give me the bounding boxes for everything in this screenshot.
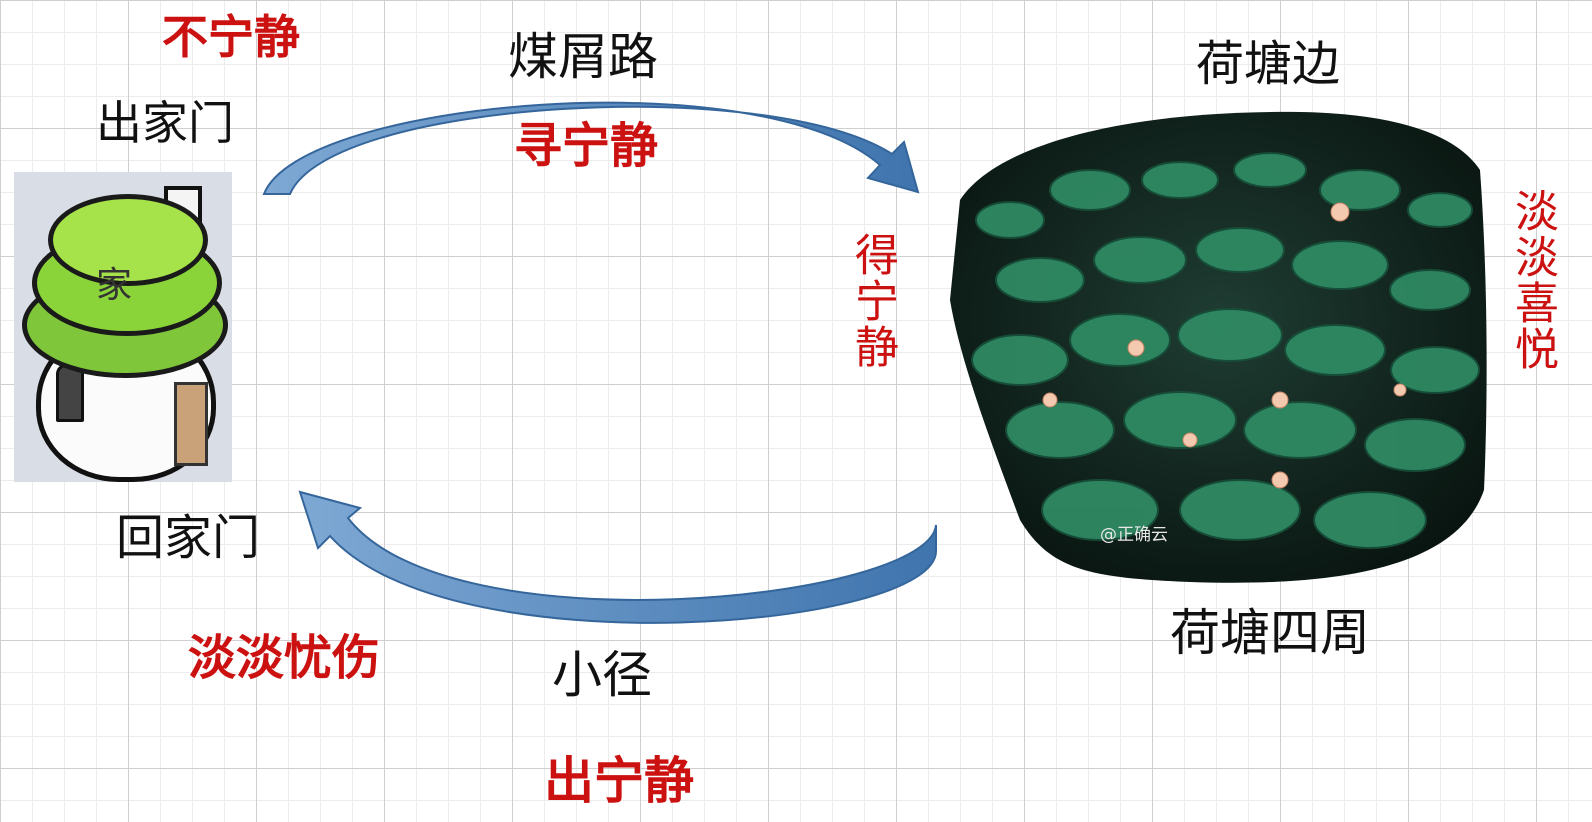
house-character: 家 [96, 265, 133, 306]
label-leave-calm: 出宁静 [544, 751, 694, 810]
label-get-calm: 得宁静 [847, 232, 898, 370]
top-arrow [262, 101, 920, 195]
label-leave-home: 出家门 [96, 96, 234, 150]
house-image: 家 [14, 172, 232, 482]
label-pond-around: 荷塘四周 [1170, 604, 1370, 662]
house-roof-layer [48, 194, 208, 286]
lotus-pond-illustration [950, 111, 1487, 583]
label-not-calm: 不宁静 [162, 10, 300, 64]
bottom-arrow [298, 490, 938, 624]
label-return-home: 回家门 [116, 510, 261, 566]
label-seek-calm: 寻宁静 [514, 118, 659, 174]
label-coal-path: 煤屑路 [508, 28, 658, 86]
label-faint-joy: 淡淡喜悦 [1507, 188, 1558, 372]
label-pond-side: 荷塘边 [1196, 36, 1341, 92]
label-small-path: 小径 [552, 646, 652, 704]
house-post [174, 382, 208, 466]
watermark: @正确云 [1100, 525, 1168, 545]
label-faint-sorrow: 淡淡忧伤 [188, 630, 381, 686]
lotus-pond-image: @正确云 [940, 100, 1500, 590]
